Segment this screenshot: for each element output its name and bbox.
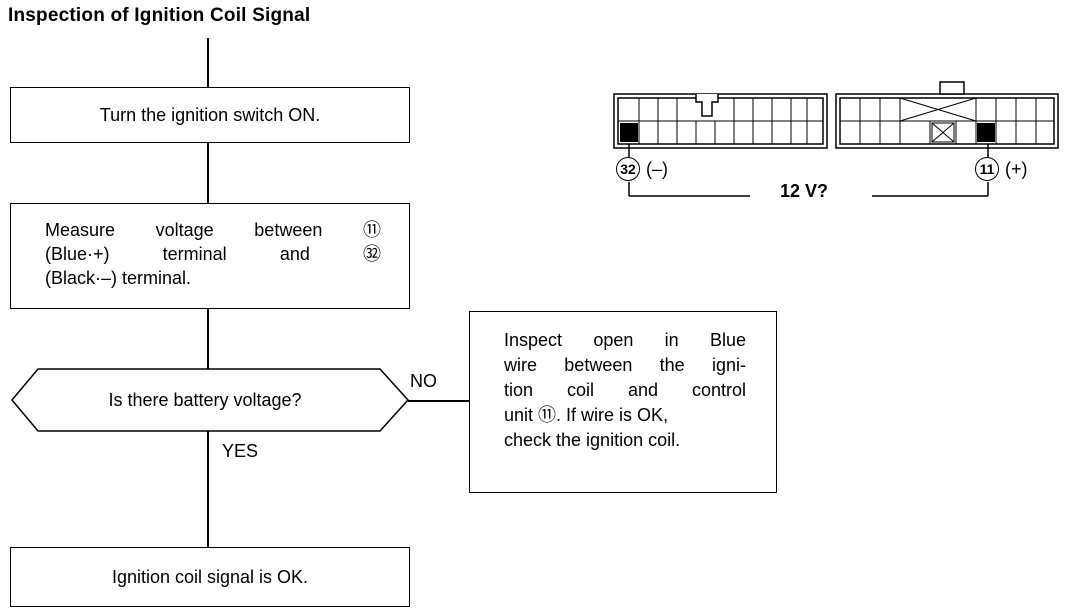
terminal-11-mark: ⑪ [538,405,557,425]
step-box-ignition-on: Turn the ignition switch ON. [10,87,410,143]
pin-32-sign: (–) [646,158,668,179]
no-line-4: unit ⑪. If wire is OK, [504,405,669,425]
voltage-label: 12 V? [780,181,829,201]
right-connector [835,81,1059,149]
left-connector [613,93,828,149]
pin-11-label: 11 (+) [975,157,1028,181]
flow-line-1-2 [207,142,209,204]
terminal-11-mark: ⑪ [362,220,381,240]
flow-line-2-3 [207,308,209,370]
yes-label: YES [222,441,259,461]
connector-diagram [613,81,1059,197]
measure-line-1: Measure voltage between ⑪ [45,220,381,240]
step-text: Turn the ignition switch ON. [99,105,321,125]
decision-text: Is there battery voltage? [108,390,302,410]
no-line-3: tion coil and control [504,380,746,400]
measure-line-3: (Black·–) terminal. [45,268,192,288]
flow-line-3-4 [207,430,209,548]
flow-line-top [207,38,209,88]
step-box-measure-voltage: Measure voltage between ⑪ (Blue·+) termi… [10,203,410,309]
pin-11-sign: (+) [1005,158,1028,179]
result-text: Ignition coil signal is OK. [111,567,309,587]
no-line-2: wire between the igni- [504,355,746,375]
pin-32-label: 32 (–) [616,157,668,181]
no-action-box: Inspect open in Blue wire between the ig… [469,311,777,493]
flow-line-no [408,400,470,402]
no-label: NO [410,371,437,391]
terminal-32-mark: ㉜ [362,244,381,264]
pin-32-number: 32 [616,157,640,181]
pin-11-number: 11 [975,157,999,181]
page-title: Inspection of Ignition Coil Signal [8,5,311,26]
decision-shape [11,368,410,432]
measure-line-2: (Blue·+) terminal and ㉜ [45,244,381,264]
no-line-1: Inspect open in Blue [504,330,746,350]
result-box: Ignition coil signal is OK. [10,547,410,607]
no-line-5: check the ignition coil. [504,430,681,450]
pin-11-terminal [977,123,995,142]
pin-32-terminal [620,123,638,142]
